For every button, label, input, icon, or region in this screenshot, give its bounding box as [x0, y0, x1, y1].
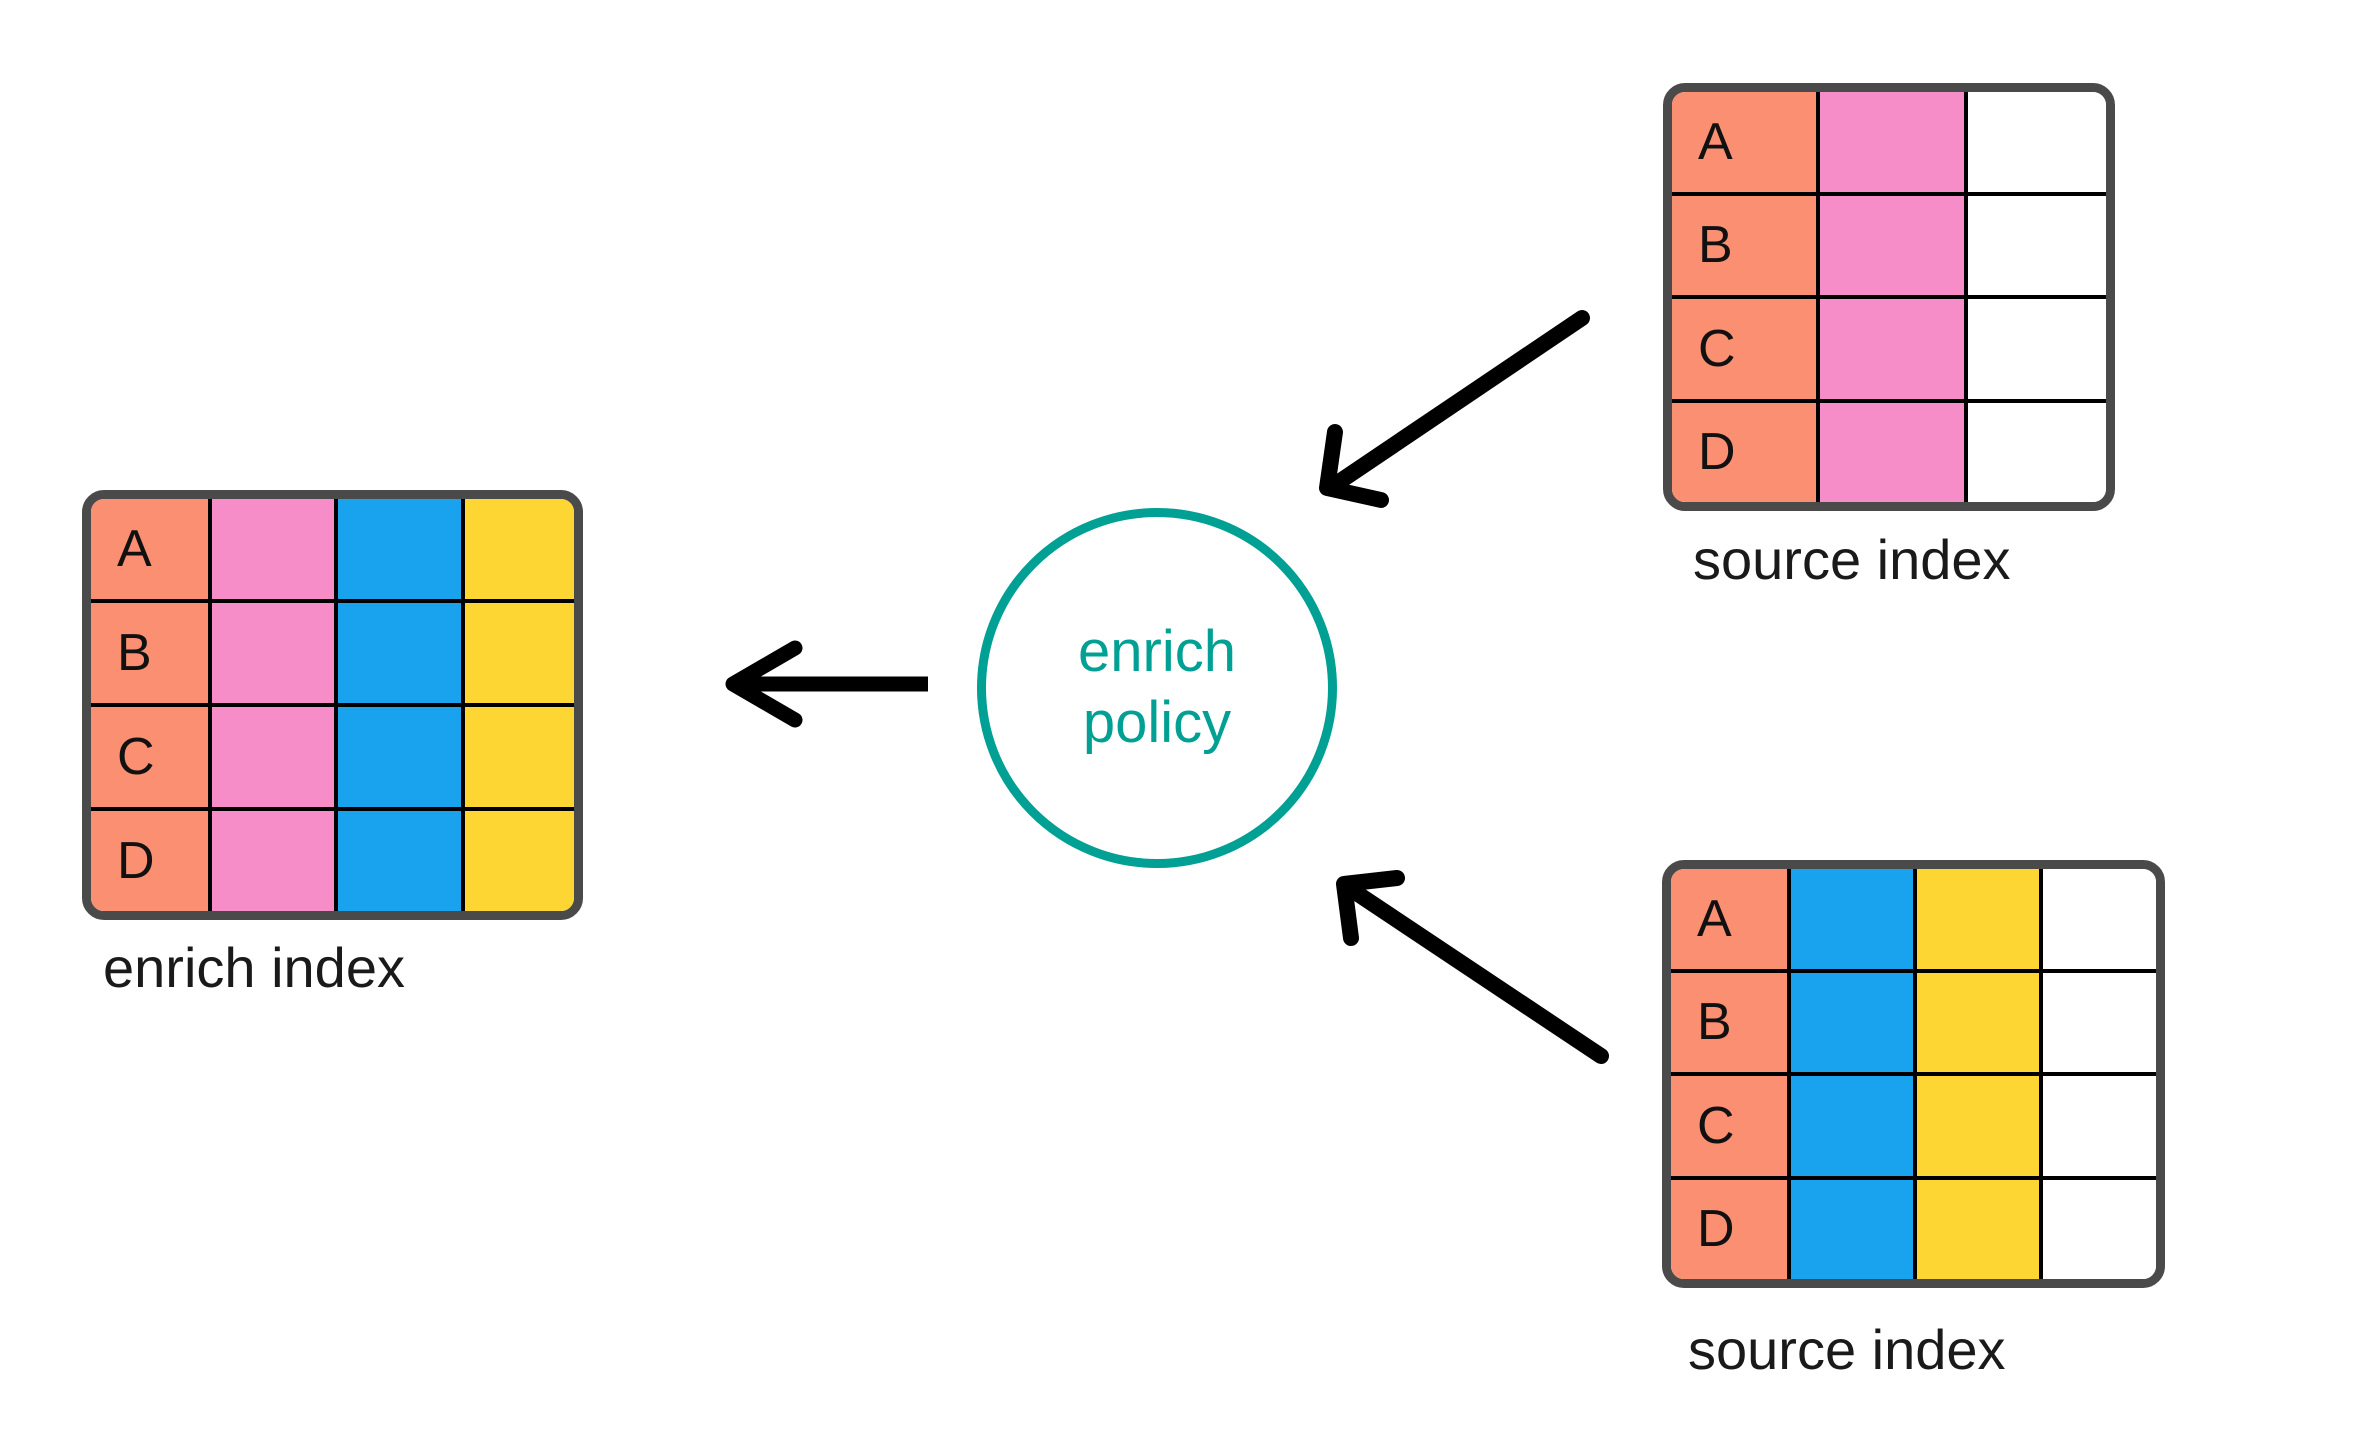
source-top-key-cell-c: C: [1672, 299, 1820, 399]
source-top-pink-cell-c: [1820, 299, 1968, 399]
enrich-key-cell-c: C: [91, 707, 212, 807]
table-row: A: [1671, 869, 2156, 973]
source-bottom-yellow-cell-a: [1917, 869, 2043, 969]
enrich-key-cell-d: D: [91, 811, 212, 911]
source-bottom-key-cell-d: D: [1671, 1179, 1791, 1279]
table-row: D: [91, 811, 574, 911]
enrich-key-cell-a: A: [91, 499, 212, 599]
source-top-pink-cell-a: [1820, 92, 1968, 192]
source-top-pink-cell-b: [1820, 195, 1968, 295]
table-row: A: [91, 499, 574, 603]
source-bottom-empty-cell-c: [2043, 1076, 2156, 1176]
source-bottom-yellow-cell-d: [1917, 1179, 2043, 1279]
table-row: B: [1672, 195, 2106, 299]
enrich-yellow-cell-c: [465, 707, 574, 807]
source-bottom-empty-cell-a: [2043, 869, 2156, 969]
source-top-key-cell-a: A: [1672, 92, 1820, 192]
enrich-pink-cell-a: [212, 499, 338, 599]
enrich-blue-cell-a: [338, 499, 465, 599]
source-index-top-table: A B C D: [1663, 83, 2115, 511]
source-bottom-key-cell-a: A: [1671, 869, 1791, 969]
enrich-policy-label-line1: enrich: [1078, 619, 1236, 685]
policy-to-enrich-index-arrow: [725, 640, 928, 728]
enrich-policy-node: enrich policy: [977, 508, 1337, 868]
source-bottom-key-cell-c: C: [1671, 1076, 1791, 1176]
table-row: A: [1672, 92, 2106, 196]
enrich-pink-cell-b: [212, 603, 338, 703]
source-bottom-blue-cell-c: [1791, 1076, 1917, 1176]
source-top-key-cell-d: D: [1672, 402, 1820, 502]
enrich-key-cell-b: B: [91, 603, 212, 703]
table-row: C: [91, 707, 574, 811]
enrich-policy-label-line2: policy: [1082, 690, 1232, 755]
enrich-index-label: enrich index: [103, 936, 405, 999]
source-top-to-policy-arrow: [1319, 310, 1590, 508]
source-top-key-cell-b: B: [1672, 195, 1820, 295]
table-row: D: [1672, 402, 2106, 502]
source-index-bottom-table: A B C D: [1662, 860, 2165, 1288]
enrich-pink-cell-d: [212, 811, 338, 911]
table-row: B: [91, 603, 574, 707]
source-bottom-blue-cell-a: [1791, 869, 1917, 969]
table-row: B: [1671, 972, 2156, 1076]
enrich-pink-cell-c: [212, 707, 338, 807]
table-row: C: [1672, 299, 2106, 403]
source-bottom-key-cell-b: B: [1671, 972, 1791, 1072]
enrich-blue-cell-d: [338, 811, 465, 911]
enrich-yellow-cell-b: [465, 603, 574, 703]
source-bottom-empty-cell-b: [2043, 972, 2156, 1072]
table-row: C: [1671, 1076, 2156, 1180]
enrich-index-table: A B C D: [82, 490, 583, 920]
source-index-top-label: source index: [1693, 528, 2011, 591]
source-top-empty-cell-a: [1968, 92, 2106, 192]
source-bottom-yellow-cell-b: [1917, 972, 2043, 1072]
table-row: D: [1671, 1179, 2156, 1279]
source-top-empty-cell-c: [1968, 299, 2106, 399]
source-top-empty-cell-b: [1968, 195, 2106, 295]
source-bottom-blue-cell-b: [1791, 972, 1917, 1072]
source-bottom-to-policy-arrow: [1336, 870, 1609, 1064]
enrich-yellow-cell-a: [465, 499, 574, 599]
source-bottom-blue-cell-d: [1791, 1179, 1917, 1279]
source-bottom-yellow-cell-c: [1917, 1076, 2043, 1176]
source-index-bottom-label: source index: [1688, 1318, 2006, 1381]
enrich-blue-cell-b: [338, 603, 465, 703]
source-top-pink-cell-d: [1820, 402, 1968, 502]
source-bottom-empty-cell-d: [2043, 1179, 2156, 1279]
enrich-blue-cell-c: [338, 707, 465, 807]
source-top-empty-cell-d: [1968, 402, 2106, 502]
enrich-yellow-cell-d: [465, 811, 574, 911]
